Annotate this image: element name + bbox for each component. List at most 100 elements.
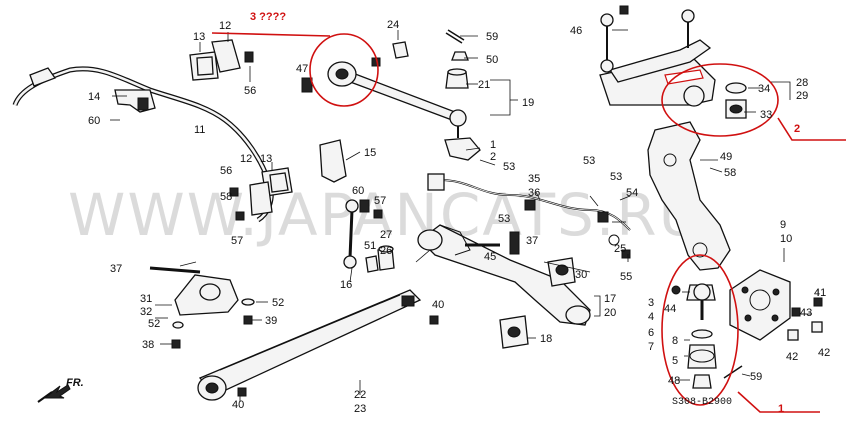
bolt-41: [813, 297, 823, 307]
callout-5: 5: [672, 355, 678, 367]
callout-1: 1: [490, 139, 496, 151]
callout-43: 43: [800, 307, 812, 319]
stabilizer-link-16: [343, 199, 370, 269]
callout-31: 31: [140, 293, 152, 305]
annotation-2-text: 2: [794, 123, 800, 135]
red-pointer-1: [737, 391, 820, 413]
callout-30: 30: [575, 269, 587, 281]
callout-51: 51: [364, 240, 376, 252]
callout-32: 32: [140, 306, 152, 318]
red-pointer-2: [777, 117, 846, 141]
callout-57b: 57: [374, 195, 386, 207]
callout-38: 38: [142, 339, 154, 351]
bolt-40-upper: [429, 315, 439, 325]
callout-9: 9: [780, 219, 786, 231]
callout-52a: 52: [148, 318, 160, 330]
callout-48: 48: [668, 375, 680, 387]
callout-56b: 56: [220, 165, 232, 177]
bushing-13-upper: [189, 39, 254, 81]
callout-46: 46: [570, 25, 582, 37]
callout-57: 57: [231, 235, 243, 247]
red-annotations: [211, 32, 846, 413]
red-circle-3: [309, 33, 379, 107]
bracket-15: [319, 139, 347, 183]
callout-40b: 40: [232, 399, 244, 411]
nut-3: [671, 285, 681, 295]
callout-55: 55: [620, 271, 632, 283]
front-direction-arrow: [37, 384, 71, 403]
callout-11: 11: [194, 124, 205, 136]
callout-53d: 53: [498, 213, 510, 225]
compensator-arm-19: [301, 41, 467, 138]
callout-27: 27: [380, 229, 392, 241]
callout-53c: 53: [610, 171, 622, 183]
bolt-42-left: [787, 329, 799, 341]
callout-25: 25: [614, 243, 626, 255]
annotation-1-text: 1: [778, 403, 784, 415]
upper-a-arm: [599, 9, 747, 119]
callout-45: 45: [484, 251, 496, 263]
callouts: 12 13 14 60 11 56 47 24 59 50 21 19 46 3…: [88, 19, 830, 415]
callout-16: 16: [340, 279, 352, 291]
callout-34: 34: [758, 83, 770, 95]
direction-label: FR.: [66, 377, 84, 389]
callout-20: 20: [604, 307, 616, 319]
callout-47: 47: [296, 63, 308, 75]
red-pointer-3: [211, 32, 331, 37]
callout-8: 8: [672, 335, 678, 347]
callout-60a: 60: [88, 115, 100, 127]
callout-42b: 42: [786, 351, 798, 363]
callout-28: 28: [796, 77, 808, 89]
bolt-43: [791, 307, 801, 317]
callout-42a: 42: [818, 347, 830, 359]
callout-29: 29: [796, 90, 808, 102]
callout-56a: 56: [244, 85, 256, 97]
lower-arm: [417, 224, 591, 349]
callout-3: 3: [648, 297, 654, 309]
bushing-13-lower: [229, 167, 293, 221]
radius-rod-bracket: [149, 266, 255, 349]
red-circle-2: [661, 63, 779, 137]
callout-14: 14: [88, 91, 100, 103]
annotation-3-text: 3 ????: [250, 11, 286, 23]
callout-15: 15: [364, 147, 376, 159]
brake-hose: [427, 137, 631, 259]
callout-44: 44: [664, 303, 676, 315]
callout-33: 33: [760, 109, 772, 121]
callout-59b: 59: [750, 371, 762, 383]
callout-58b: 58: [724, 167, 736, 179]
callout-49: 49: [720, 151, 732, 163]
red-circle-1: [661, 254, 739, 406]
callout-35: 35: [528, 173, 540, 185]
callout-23: 23: [354, 403, 366, 415]
callout-53a: 53: [503, 161, 515, 173]
radius-rod: [197, 289, 422, 401]
callout-59a: 59: [486, 31, 498, 43]
bolt-42-right: [811, 321, 823, 333]
callout-17: 17: [604, 293, 616, 305]
callout-54: 54: [626, 187, 638, 199]
callout-26: 26: [380, 245, 392, 257]
callout-50: 50: [486, 54, 498, 66]
callout-18: 18: [540, 333, 552, 345]
callout-7: 7: [648, 341, 654, 353]
callout-6: 6: [648, 327, 654, 339]
callout-10: 10: [780, 233, 792, 245]
callout-12a: 12: [219, 20, 231, 32]
callout-39: 39: [265, 315, 277, 327]
callout-12b: 12: [240, 153, 252, 165]
diagram-code: S308-B2900: [672, 397, 732, 408]
callout-37a: 37: [526, 235, 538, 247]
callout-19: 19: [522, 97, 534, 109]
callout-37b: 37: [110, 263, 122, 275]
callout-22: 22: [354, 389, 366, 401]
bolt-46: [619, 5, 629, 15]
knuckle: [647, 121, 731, 271]
callout-60b: 60: [352, 185, 364, 197]
small-parts-center: [365, 209, 395, 273]
callout-21: 21: [478, 79, 490, 91]
callout-52b: 52: [272, 297, 284, 309]
ball-joint-assembly: [686, 283, 743, 389]
callout-53b: 53: [583, 155, 595, 167]
